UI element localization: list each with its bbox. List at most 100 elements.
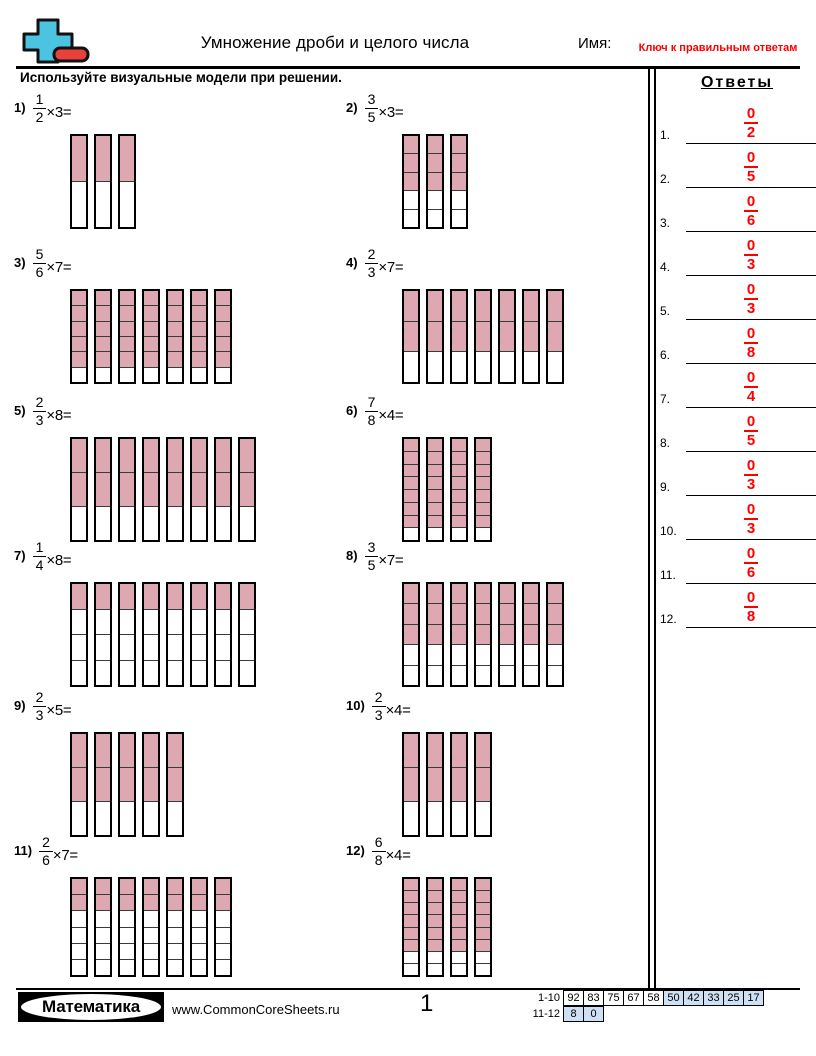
bar-segment-shaded <box>120 879 134 896</box>
bar-segment-shaded <box>144 336 158 353</box>
bar-segment-empty <box>524 666 538 685</box>
fraction-numerator: 0 <box>746 500 756 518</box>
bar-segment-shaded <box>72 352 86 368</box>
bar-segment-empty <box>144 368 158 382</box>
bar-segment-shaded <box>428 927 442 940</box>
fraction-bar-models <box>14 437 256 542</box>
bar-segment-shaded <box>404 734 418 768</box>
fraction-bar-model <box>118 134 136 229</box>
fraction-bar-model <box>474 437 492 542</box>
bar-segment-empty <box>96 960 110 975</box>
bar-segment-shaded <box>168 321 182 337</box>
bar-segment-shaded <box>428 891 442 904</box>
answer-index: 7. <box>660 392 671 406</box>
bar-segment-shaded <box>476 939 490 952</box>
bar-segment-empty <box>240 610 254 635</box>
fraction-bar-model <box>402 134 420 229</box>
fraction-bar <box>743 430 759 433</box>
bar-segment-empty <box>524 645 538 666</box>
answer-line <box>686 407 816 408</box>
fraction-bar-model <box>426 877 444 977</box>
bar-segment-empty <box>72 944 86 960</box>
bar-segment-shaded <box>168 306 182 322</box>
fraction-bar <box>743 254 759 257</box>
bar-segment-empty <box>476 952 490 964</box>
page-title: Умножение дроби и целого числа <box>200 33 470 52</box>
bar-segment-shaded <box>404 477 418 490</box>
score-cell: 25 <box>723 990 744 1006</box>
fraction-bar-model <box>402 437 420 542</box>
fraction-numerator: 3 <box>367 539 376 555</box>
answer-line <box>686 363 816 364</box>
bar-segment-shaded <box>144 352 158 368</box>
bar-segment-shaded <box>428 515 442 529</box>
bar-segment-empty <box>144 610 158 635</box>
bar-segment-empty <box>168 507 182 540</box>
fraction-bar-model <box>166 582 184 687</box>
bar-segment-shaded <box>168 768 182 802</box>
bar-segment-empty <box>404 352 418 382</box>
fraction-numerator: 2 <box>367 246 376 262</box>
fraction-numerator: 0 <box>746 280 756 298</box>
page-number: 1 <box>420 990 434 1017</box>
bar-segment-shaded <box>120 734 134 768</box>
problem-number: 1) <box>14 100 26 115</box>
fraction-bar-model <box>214 877 232 977</box>
answer-index: 12. <box>660 612 677 626</box>
bar-segment-empty <box>120 635 134 661</box>
bar-segment-shaded <box>548 291 562 322</box>
bar-segment-shaded <box>120 584 134 610</box>
bar-segment-shaded <box>452 136 466 155</box>
column-divider-right <box>654 66 656 990</box>
bar-segment-shaded <box>216 895 230 912</box>
bar-segment-empty <box>72 911 86 928</box>
fraction-numerator: 0 <box>746 324 756 342</box>
problem-number: 11) <box>14 843 33 858</box>
bar-segment-shaded <box>216 439 230 473</box>
fraction-bar-model <box>426 732 444 837</box>
bar-segment-shaded <box>72 473 86 507</box>
bar-segment-shaded <box>452 903 466 916</box>
bar-segment-shaded <box>452 515 466 529</box>
answer-line <box>686 231 816 232</box>
bar-segment-empty <box>72 661 86 686</box>
fraction-bar <box>743 166 759 169</box>
bar-segment-empty <box>96 182 110 227</box>
bar-segment-empty <box>428 645 442 666</box>
bar-segment-shaded <box>404 879 418 892</box>
fraction-denominator: 6 <box>746 564 756 582</box>
fraction-bar-models <box>346 732 492 837</box>
bar-segment-shaded <box>476 451 490 465</box>
fraction-bar <box>743 386 759 389</box>
bar-segment-empty <box>144 661 158 686</box>
fraction-denominator: 2 <box>746 124 756 142</box>
bar-segment-empty <box>72 928 86 944</box>
bar-segment-shaded <box>216 879 230 896</box>
fraction-numerator: 1 <box>35 539 44 555</box>
fraction-bar-model <box>190 289 208 384</box>
bar-segment-empty <box>168 610 182 635</box>
bar-segment-shaded <box>120 136 134 182</box>
bar-segment-shaded <box>476 768 490 802</box>
bar-segment-shaded <box>524 604 538 625</box>
bar-segment-empty <box>192 661 206 686</box>
bar-segment-empty <box>216 944 230 960</box>
fraction-bar <box>32 107 47 109</box>
score-cell: 0 <box>583 1006 604 1022</box>
bar-segment-shaded <box>476 321 490 353</box>
bar-segment-empty <box>428 964 442 975</box>
fraction-bar-model <box>94 289 112 384</box>
bar-segment-empty <box>404 952 418 964</box>
